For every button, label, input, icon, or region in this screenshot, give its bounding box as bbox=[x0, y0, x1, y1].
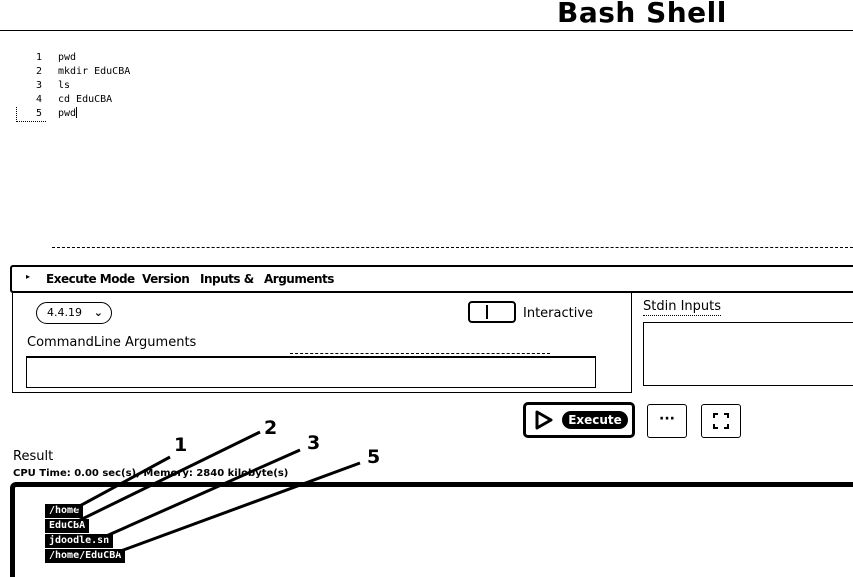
header-divider bbox=[0, 30, 853, 31]
page-title: Bash Shell bbox=[557, 0, 727, 29]
toggle-knob bbox=[472, 305, 488, 319]
output-line: /home/EduCBA bbox=[45, 549, 126, 563]
play-icon bbox=[535, 410, 553, 430]
tab-version[interactable]: Version bbox=[142, 272, 190, 286]
stdin-input[interactable] bbox=[643, 322, 853, 386]
text-caret bbox=[76, 107, 78, 118]
code-text[interactable]: cd EduCBA bbox=[58, 94, 113, 105]
code-text-value: pwd bbox=[58, 108, 77, 119]
result-label: Result bbox=[13, 449, 54, 464]
options-panel bbox=[12, 293, 632, 393]
decorative-dashes bbox=[290, 353, 550, 354]
tab-inputs[interactable]: Inputs & bbox=[200, 272, 254, 286]
collapse-triangle-icon[interactable]: ▸ bbox=[26, 272, 31, 281]
annotation-number: 1 bbox=[174, 434, 188, 456]
version-value: 4.4.19 bbox=[47, 306, 82, 319]
annotation-arrow bbox=[75, 455, 171, 510]
chevron-down-icon: ⌄ bbox=[93, 306, 103, 319]
tab-arguments[interactable]: Arguments bbox=[264, 272, 334, 286]
interactive-label: Interactive bbox=[523, 306, 594, 321]
execution-stats: CPU Time: 0.00 sec(s), Memory: 2840 kilo… bbox=[13, 468, 289, 479]
more-icon: ··· bbox=[659, 411, 675, 427]
version-select[interactable]: 4.4.19 ⌄ bbox=[36, 302, 112, 324]
more-options-button[interactable]: ··· bbox=[647, 404, 687, 438]
execute-label: Execute bbox=[562, 411, 628, 429]
code-text[interactable]: pwd bbox=[58, 52, 77, 63]
annotation-arrow bbox=[75, 430, 261, 524]
annotation-number: 2 bbox=[264, 417, 278, 439]
code-editor[interactable]: 1 pwd 2 mkdir EduCBA 3 ls 4 cd EduCBA 5 … bbox=[0, 50, 853, 250]
line-number: 1 bbox=[35, 52, 42, 63]
annotation-number: 5 bbox=[367, 446, 381, 468]
options-bar[interactable]: ▸ Execute Mode Version Inputs & Argument… bbox=[10, 265, 853, 293]
line-number: 5 bbox=[16, 107, 46, 122]
annotation-number: 3 bbox=[307, 432, 321, 454]
line-number: 2 bbox=[35, 66, 42, 77]
annotation-arrow bbox=[117, 461, 361, 554]
line-number: 4 bbox=[35, 94, 42, 105]
code-text[interactable]: pwd bbox=[58, 107, 78, 121]
cmd-args-input[interactable] bbox=[26, 356, 596, 388]
line-number: 3 bbox=[35, 80, 42, 91]
code-text[interactable]: mkdir EduCBA bbox=[58, 66, 131, 77]
cmd-args-label: CommandLine Arguments bbox=[27, 335, 197, 350]
tab-execute-mode[interactable]: Execute Mode bbox=[46, 272, 135, 286]
output-panel: /home EduCBA jdoodle.sh /home/EduCBA bbox=[10, 482, 853, 577]
editor-divider bbox=[52, 247, 853, 248]
fullscreen-icon bbox=[713, 413, 729, 429]
stdin-label: Stdin Inputs bbox=[643, 299, 722, 316]
annotation-arrow bbox=[103, 448, 301, 539]
interactive-toggle[interactable] bbox=[468, 301, 516, 323]
execute-button[interactable]: Execute bbox=[523, 402, 635, 438]
output-line: jdoodle.sh bbox=[45, 534, 114, 548]
fullscreen-button[interactable] bbox=[701, 404, 741, 438]
code-text[interactable]: ls bbox=[58, 80, 71, 91]
output-line: /home bbox=[45, 504, 84, 518]
